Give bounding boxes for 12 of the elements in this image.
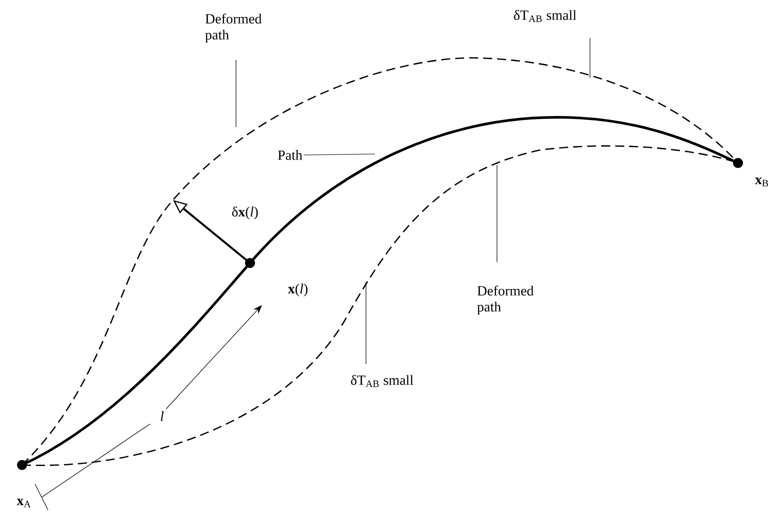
math-label: l — [160, 411, 164, 421]
math-label: δx(l) — [232, 206, 258, 220]
callout-label: δT$_{AB}$ small — [514, 10, 576, 22]
math-label: x(l) — [288, 284, 308, 296]
math-label: x$_{A}$ — [16, 498, 31, 508]
leader-line — [303, 154, 376, 156]
leader-line — [496, 164, 498, 262]
callout-label: Path — [278, 150, 302, 160]
callout-label: Deformed path — [477, 286, 534, 314]
callout-label: δT$_{AB}$ small — [351, 375, 414, 387]
callout-label: Deformed path — [205, 14, 262, 42]
math-label: x$_{B}$ — [755, 178, 768, 186]
